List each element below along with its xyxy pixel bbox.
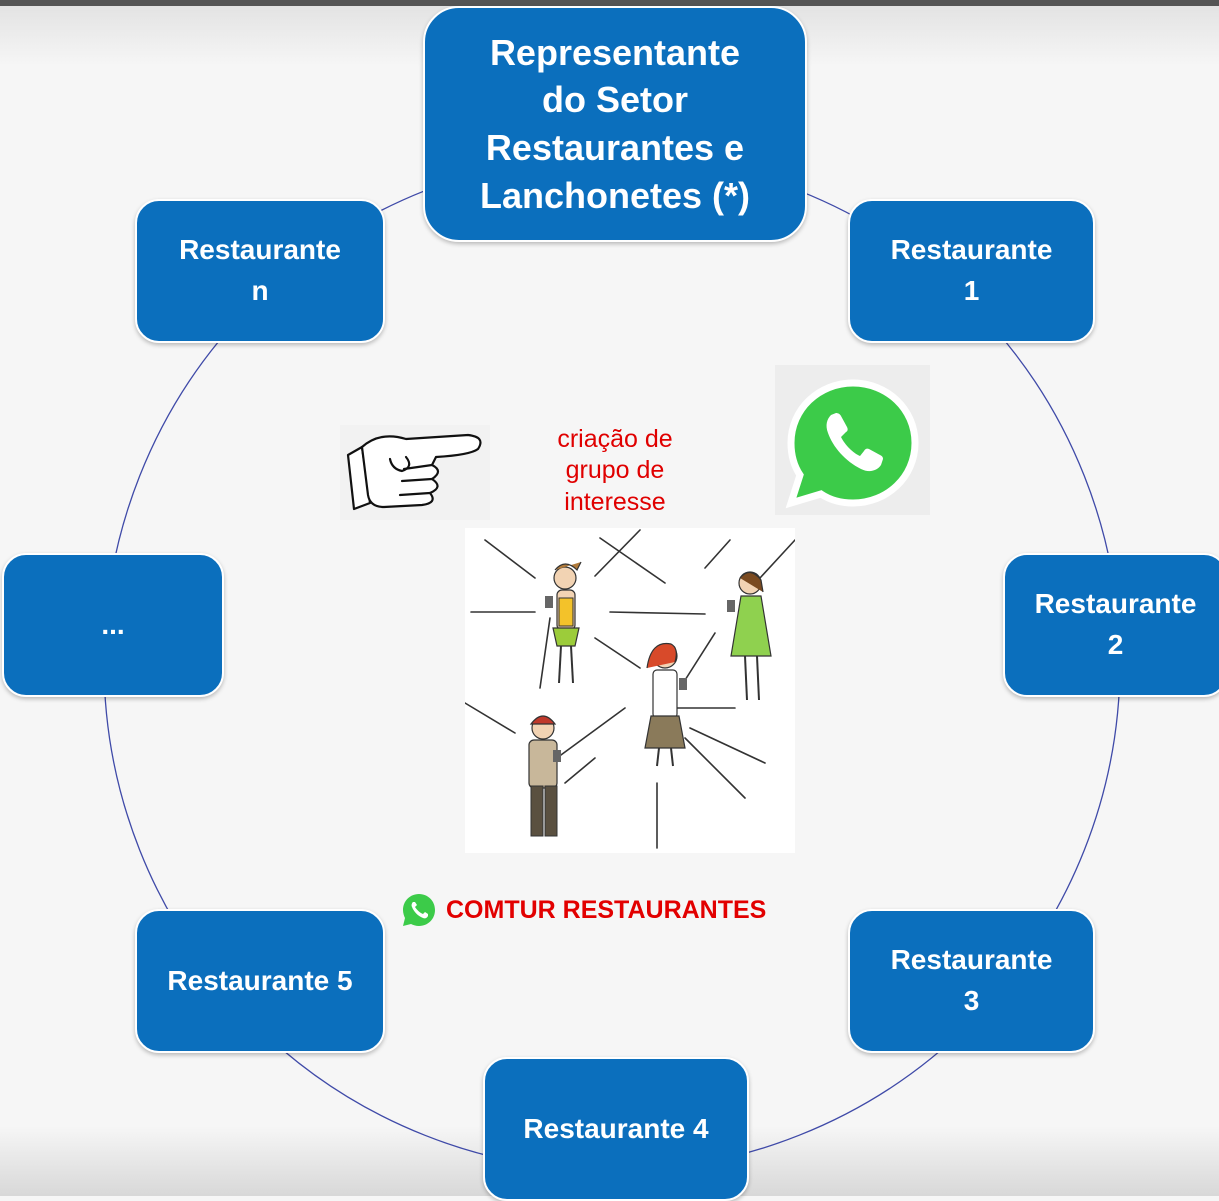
top-bar — [0, 0, 1219, 6]
center-node-label: Representante do Setor Restaurantes e La… — [479, 31, 751, 216]
node-restaurante-n: Restaurante n — [135, 199, 385, 343]
group-creation-caption: criação de grupo de interesse — [557, 425, 673, 516]
pointing-hand-icon — [340, 425, 490, 520]
node-restaurante-2: Restaurante 2 — [1003, 553, 1219, 697]
center-node: Representante do Setor Restaurantes e La… — [423, 6, 807, 242]
node-restaurante-4: Restaurante 4 — [483, 1057, 749, 1201]
whatsapp-icon — [403, 894, 435, 926]
node-label: Restaurante 2 — [1034, 588, 1197, 660]
node-label: Restaurante n — [179, 234, 341, 306]
people-with-phones-illustration — [464, 528, 796, 853]
node-label: Restaurante 3 — [890, 944, 1053, 1016]
node-restaurante-5: Restaurante 5 — [135, 909, 385, 1053]
node-label: Restaurante 5 — [167, 964, 353, 996]
node-label: ... — [101, 608, 125, 640]
group-name-label: COMTUR RESTAURANTES — [400, 890, 766, 930]
node-ellipsis: ... — [2, 553, 224, 697]
node-restaurante-3: Restaurante 3 — [848, 909, 1095, 1053]
whatsapp-icon — [775, 365, 930, 515]
node-restaurante-1: Restaurante 1 — [848, 199, 1095, 343]
group-name-text: COMTUR RESTAURANTES — [446, 895, 767, 924]
node-label: Restaurante 4 — [523, 1112, 709, 1144]
node-label: Restaurante 1 — [890, 234, 1053, 306]
